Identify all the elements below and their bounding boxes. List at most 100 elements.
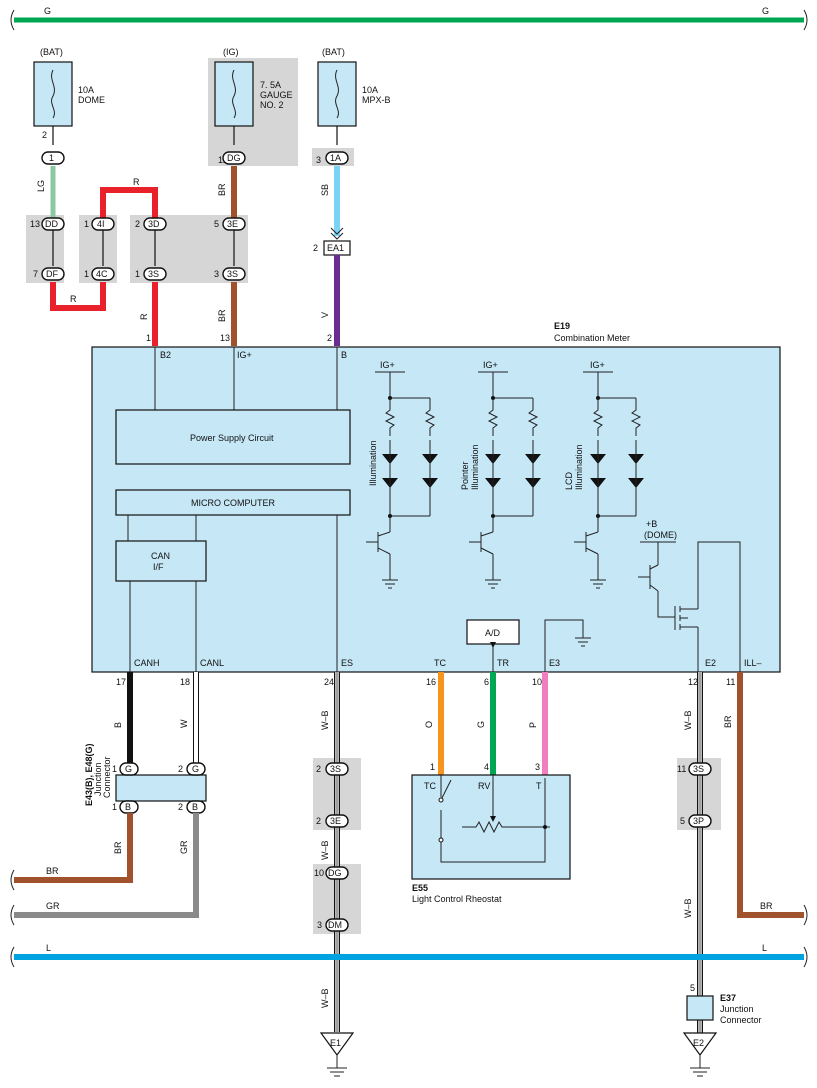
connector-pin-label: G [125,764,132,774]
wire-br-label: BR [46,866,59,876]
transistor-icon [574,531,599,574]
bus-g: G G [10,6,808,31]
wire-gr-label: GR [179,840,189,854]
can-label-2: I/F [153,562,164,572]
meter-pin-name: B2 [160,350,171,360]
ground-e2: E2 [682,1032,718,1077]
e37-box [686,995,714,1021]
meter-pin-number: 18 [180,677,190,687]
wire-wb-label: W–B [683,898,693,918]
led-group-label: LCD [564,471,574,490]
fuse-gauge-name: GAUGE [260,90,293,100]
wire-br-label: BR [760,901,773,911]
mosfet-icon [674,541,741,672]
wire-wb-label: W–B [320,988,330,1008]
connector-pin-label: 4C [96,269,108,279]
fuse-mpx-pin: 3 [316,155,321,165]
chevron-down-icon [330,227,344,240]
connector-pin-number: 2 [135,219,140,229]
wire-sb-label: SB [320,184,330,196]
e37-pin: 5 [690,983,695,993]
fuse-dome-name: DOME [78,95,105,105]
wire-g-label: G [476,721,486,728]
connector-pin-label: 3S [227,269,238,279]
connector-ea1-name: EA1 [327,243,344,253]
rheostat-code: E55 [412,883,428,893]
connector-pin-number: 3 [214,269,219,279]
fuse-gauge-supply: (IG) [223,47,239,57]
pointer-illumination-circuit: IG+ Pointer Illumination [460,360,541,589]
meter-pin-number: 1 [146,333,151,343]
wire-br-label-1: BR [217,183,227,196]
connector-pin-label: DF [46,269,58,279]
connector-pin [143,267,167,281]
wire-r-top [100,187,158,220]
meter-pin-name: TC [434,658,446,668]
connector-pin-number: 1 [84,219,89,229]
wire-br-label: BR [113,841,123,854]
fuse-icon [51,69,55,119]
bus-l-right-label: L [762,943,767,953]
meter-pin-number: 12 [688,677,698,687]
meter-pin-number: 2 [327,333,332,343]
wire-br-label: BR [723,715,733,728]
wire-br-ill [737,672,804,918]
connector-pin-label: DG [328,868,342,878]
connector-pin [222,267,246,281]
connector-pin-number: 10 [314,868,324,878]
meter-pin-name: TR [497,658,509,668]
connector-pin-number: 1 [135,269,140,279]
e37-label: Junction [720,1004,754,1014]
junction-label: Junction [93,762,103,796]
connector-pin-label: 4I [97,219,105,229]
micro-computer-label: MICRO COMPUTER [191,498,275,508]
meter-pin-number: 10 [532,677,542,687]
connector-pin-label: DD [45,219,58,229]
meter-pin-number: 24 [324,677,334,687]
connector-pin [41,151,65,165]
wire-wb-label: W–B [683,710,693,730]
connector-pin-label: 3E [330,816,341,826]
connector-pin-number: 11 [677,764,686,774]
wire-lg-label: LG [36,180,46,192]
ground-e1-connectors: 3S 2 3E 2 DG 10 DM 3 [314,762,349,932]
meter-pin-number: 11 [726,677,735,687]
meter-pin-name: B [341,350,347,360]
connector-pin [325,151,349,165]
fuse-gauge-name2: NO. 2 [260,100,284,110]
wire-v-label: V [320,312,330,318]
dome-label-2: (DOME) [644,530,677,540]
lcd-illumination-circuit: IG+ LCD Illumination [564,360,644,589]
fuse-dome-rating: 10A [78,85,94,95]
meter-pin-name: CANH [134,658,160,668]
connector-pin-label: 1 [49,153,54,163]
meter-pin-name: ILL– [744,658,762,668]
junction-connector-box [115,774,207,802]
fuse-gauge: (IG) 7. 5A GAUGE NO. 2 12 [208,47,298,166]
resistor-icon [384,398,436,436]
meter-pin-name: E2 [705,658,716,668]
meter-pin-name: CANL [200,658,224,668]
wire-br-label-2: BR [217,309,227,322]
connector-pin-label: 3E [227,219,238,229]
connector-pin-number: 5 [214,219,219,229]
connector-pin-label: 1A [330,153,341,163]
resistor-icon [487,398,539,436]
meter-name: Combination Meter [554,333,630,343]
transistor-icon [366,531,391,574]
connector-pin-number: 2 [316,816,321,826]
illumination-circuit: IG+ Illumination [366,360,438,589]
connector-pin-label: 3S [148,269,159,279]
junction-connector-e43: G 1 G 2 B 1 B 2 E43(B), E48(G) Junction … [84,743,207,814]
connector-pin-number: 1 [84,269,89,279]
fuse-icon [232,69,236,119]
connector-pin-number: 3 [317,920,322,930]
connector-pin [222,151,246,165]
combination-meter: E19 Combination Meter 1 13 2 B2 IG+ B Po… [91,321,781,673]
connector-pin-label: 3D [148,219,160,229]
led-group-label: Illumination [470,444,480,490]
fuse-mpx-name: MPX-B [362,95,391,105]
connector-ea1-pin: 2 [313,243,318,253]
meter-bottom-pin-numbers: 17 18 24 16 6 10 12 11 [116,677,735,687]
